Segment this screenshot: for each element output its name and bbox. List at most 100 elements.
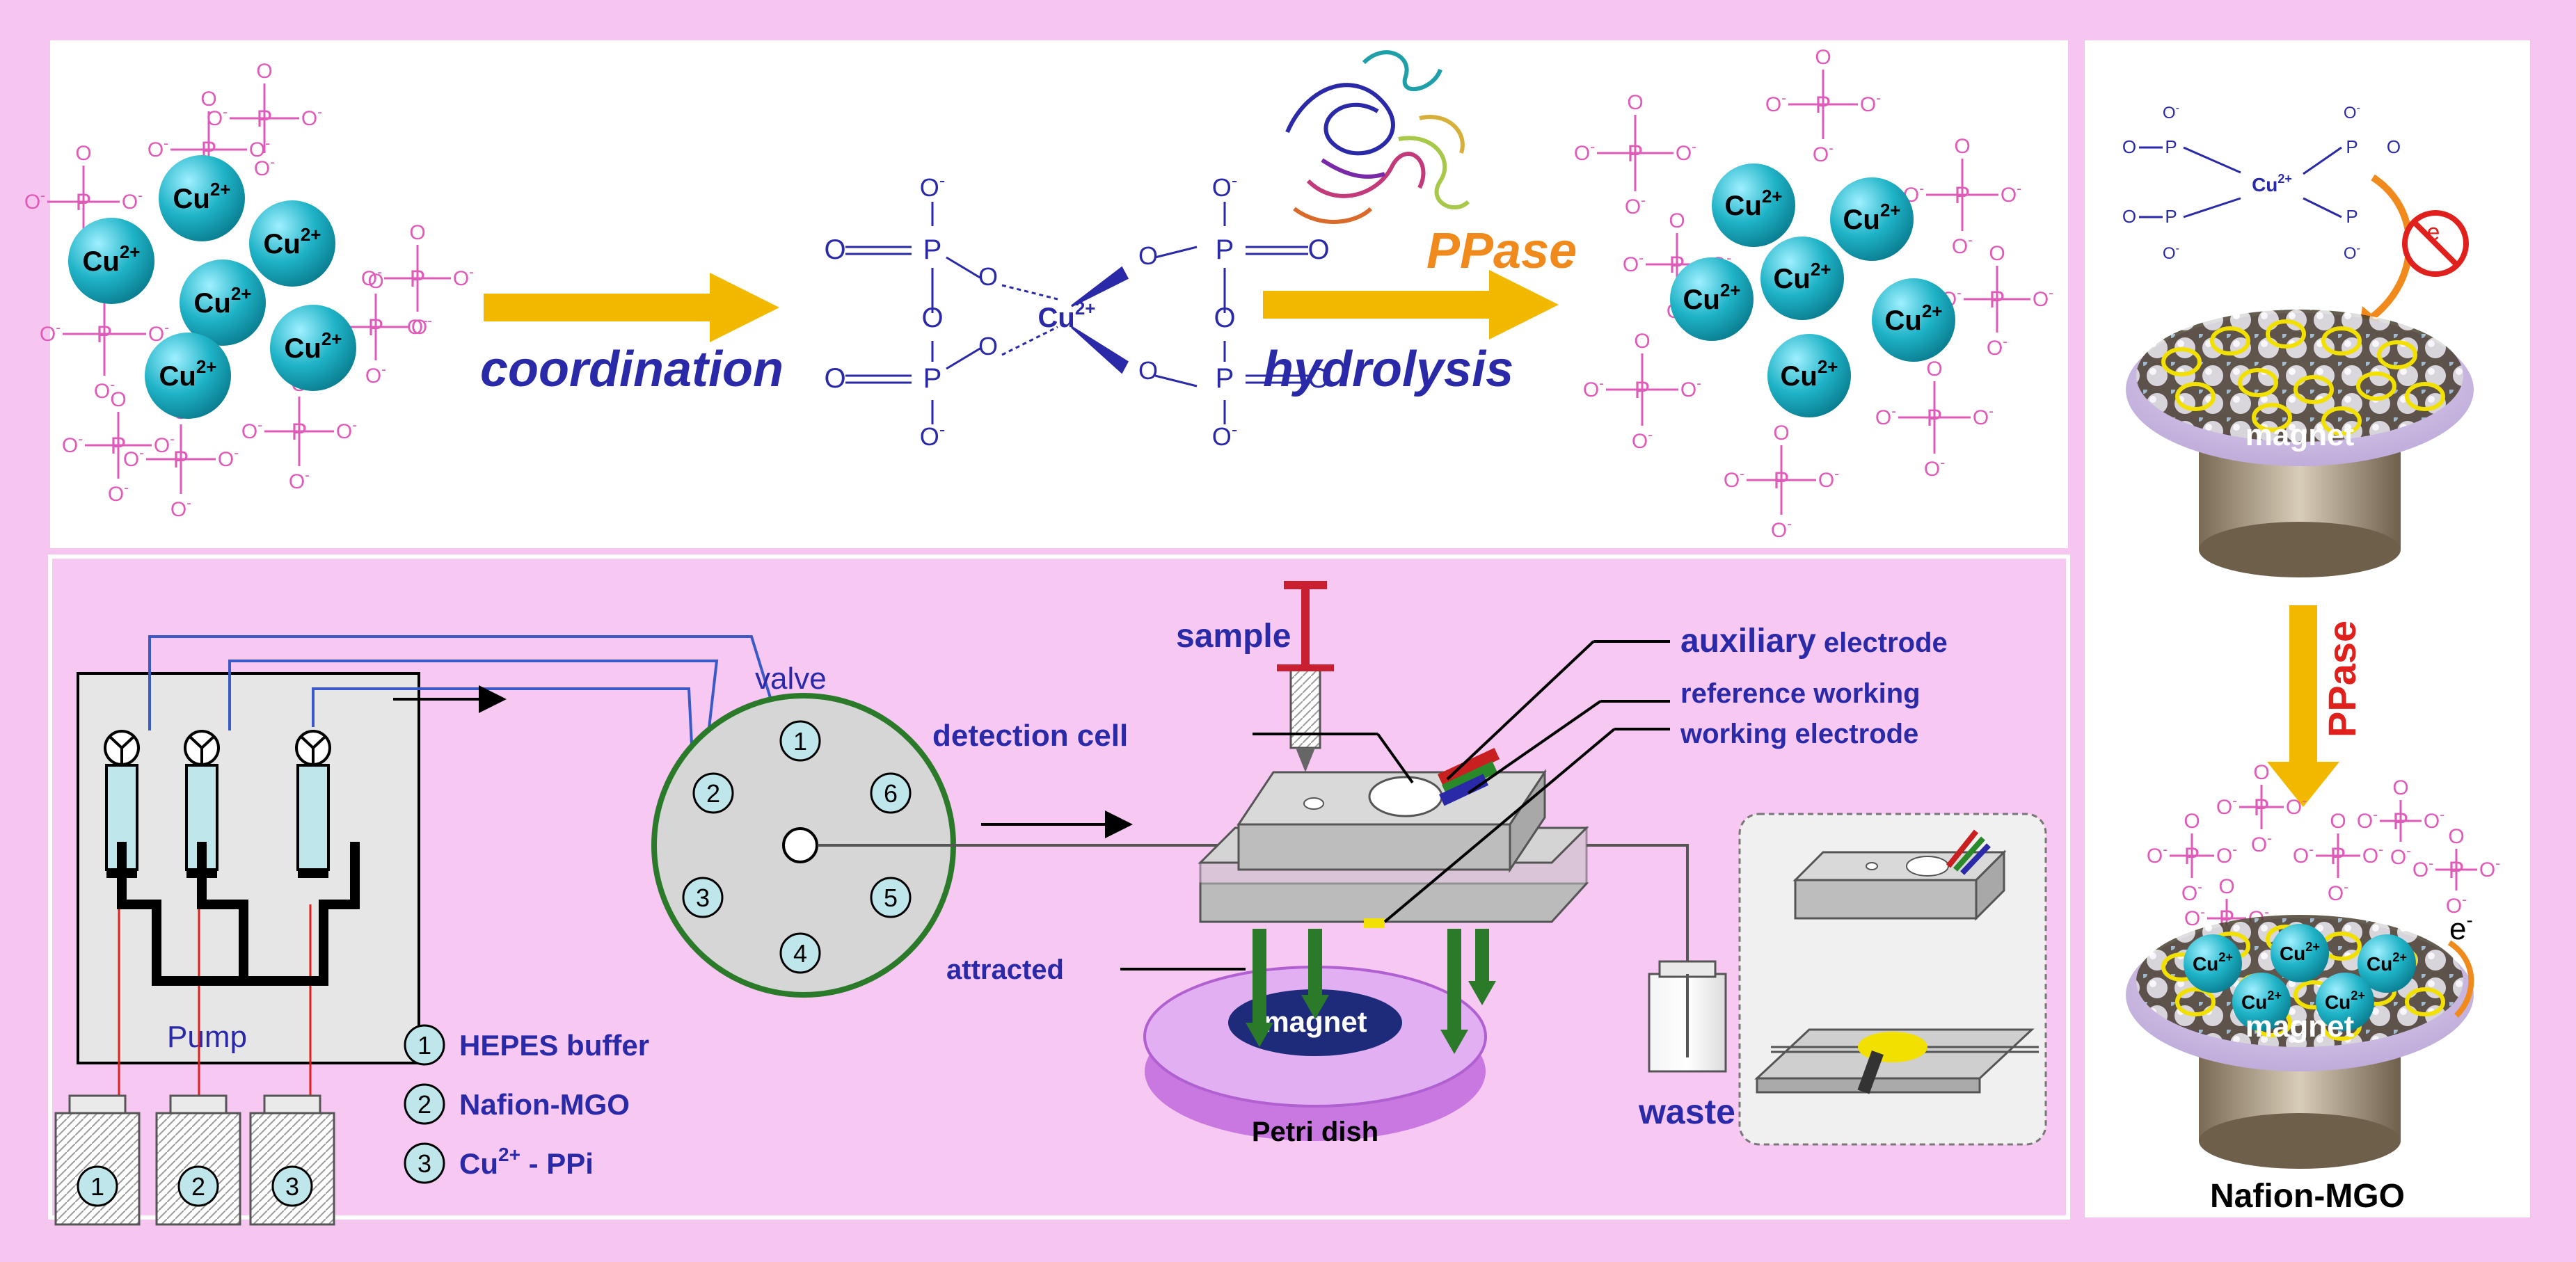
bottle-number: 3 [285, 1172, 299, 1201]
oxygen-label: O [1634, 330, 1650, 353]
coordination-label: coordination [480, 342, 784, 397]
oxygen-minus-label: O- [122, 188, 143, 214]
cu-small-charge: 2+ [2277, 172, 2292, 186]
cu-ion-circle [1670, 257, 1754, 341]
oxygen-charge: - [2197, 879, 2202, 895]
oxygen-charge: - [1641, 193, 1646, 209]
cu-ion-circle [1760, 237, 1844, 320]
phosphorus-label: P [923, 363, 942, 394]
mgo-ring [2175, 382, 2216, 411]
cu-ion-circle [2316, 973, 2374, 1031]
oxygen-minus-label: O- [2184, 904, 2205, 930]
oxygen-label: O [256, 60, 272, 83]
yellow-arrow-icon [2289, 605, 2317, 762]
oxygen-symbol: O [361, 267, 377, 290]
valve-port-circle [870, 772, 912, 814]
oxygen-symbol: O [2412, 858, 2428, 881]
bottle-number: 2 [191, 1172, 205, 1201]
pump-label: Pump [167, 1020, 247, 1054]
oxygen-charge: - [2232, 793, 2237, 809]
oxygen-symbol: O [301, 107, 317, 130]
magnet-top-label: magnet [2245, 418, 2355, 452]
oxygen-minus-label: O- [1574, 139, 1595, 165]
cu-small-symbol: Cu [2252, 174, 2277, 195]
oxygen-minus-label: O- [148, 320, 169, 346]
oxygen-minus-label: O- [365, 362, 386, 388]
oxygen-minus-label: O- [2033, 285, 2053, 311]
legend-number: 3 [418, 1149, 431, 1178]
blocked-electron-text: e [2427, 219, 2440, 246]
cu-ion-circle [1767, 334, 1851, 417]
attraction-arrows [1246, 929, 1496, 1054]
oxygen-symbol: O [62, 434, 78, 457]
cu-ion-charge: 2+ [2392, 950, 2407, 964]
phosphorus-label: P [1989, 287, 2005, 313]
oxygen-minus-label: O- [218, 445, 239, 471]
oxygen-charge: - [1740, 466, 1744, 482]
pyrophosphate-fragment: PO-O-OO- [2412, 825, 2500, 918]
cu-ion-label: Cu2+ [285, 328, 342, 364]
oxygen-charge: - [186, 495, 191, 511]
legend-number-circle [404, 1024, 445, 1066]
phosphorus-label: P [257, 106, 273, 132]
cu-ion-symbol: Cu [83, 246, 120, 277]
pyrophosphate-fragment: PO-O-OO- [1875, 358, 1994, 481]
oxygen-charge: - [2264, 904, 2269, 920]
oxygen-charge: - [317, 104, 322, 120]
top-reaction-panel: PO-O-OO-PO-O-OO-PO-O-OO-PO-O-OO-PO-O-OO-… [24, 40, 2068, 548]
oxygen-label: O [110, 388, 126, 411]
oxygen-minus-label: O- [2362, 842, 2383, 868]
oxygen-charge: - [352, 417, 357, 433]
oxygen-charge: - [1639, 250, 1644, 266]
legend-number: 1 [418, 1031, 431, 1060]
oxygen-label: O [978, 332, 998, 360]
oxygen-symbol: O [123, 448, 139, 471]
modified-electrode-bottom: Cu2+Cu2+Cu2+Cu2+Cu2+ magnet e- [2126, 909, 2474, 1169]
cu-ion-circle [1830, 177, 1914, 261]
cu-ion-label: Cu2+ [1781, 356, 1838, 392]
yellow-arrow-head-icon [710, 273, 779, 342]
oxygen-minus-label: O- [2446, 892, 2467, 918]
oxygen-symbol: O [1574, 142, 1590, 165]
oxygen-charge: - [2003, 334, 2007, 350]
oxygen-label: O [824, 234, 845, 265]
valve-port-number: 5 [884, 884, 898, 912]
cu-ion-symbol: Cu [173, 184, 210, 214]
mgo-ring [2405, 987, 2445, 1016]
mgo-ring [2293, 375, 2334, 404]
cu-small-label: Cu2+ [2252, 172, 2292, 195]
oxygen-charge: - [2428, 856, 2433, 872]
detection-cell [1198, 747, 1589, 928]
oxygen-symbol: O [2181, 882, 2197, 905]
oxygen-minus-label: O- [1973, 404, 1994, 429]
oxygen-charge: - [2344, 879, 2348, 895]
oxygen-symbol: O [94, 380, 110, 403]
oxygen-minus-label: O- [241, 417, 262, 443]
cu-ion-charge: 2+ [1811, 259, 1831, 280]
oxygen-minus-label: O- [411, 313, 432, 339]
cu-ion-charge: 2+ [1720, 280, 1741, 301]
legend-main: Nafion-MGO [459, 1088, 630, 1121]
cu-ion-label: Cu2+ [1683, 280, 1741, 315]
pyrophosphate-fragment: PO-O-OO- [2216, 761, 2307, 856]
oxygen-symbol: O [365, 365, 381, 388]
oxygen-symbol: O [218, 448, 234, 471]
oxygen-label: O [1307, 234, 1329, 265]
cu-ion-sphere-icon: Cu2+ [1767, 334, 1851, 417]
oxygen-charge: - [139, 445, 144, 461]
phosphorus-label: P [2330, 843, 2346, 870]
oxygen-minus-label: O- [2251, 831, 2272, 856]
oxygen-label: O [1815, 46, 1831, 69]
oxygen-charge: - [2176, 241, 2180, 255]
bottle-number-circle [77, 1165, 118, 1207]
oxygen-minus-label: O- [123, 445, 144, 471]
cu-ion-label: Cu2+ [2367, 950, 2407, 975]
oxygen-minus-label: O- [1680, 376, 1701, 401]
oxygen-symbol: O [1924, 458, 1940, 481]
cu-ion-symbol: Cu [2280, 943, 2305, 964]
legend-number-circle [404, 1142, 445, 1184]
